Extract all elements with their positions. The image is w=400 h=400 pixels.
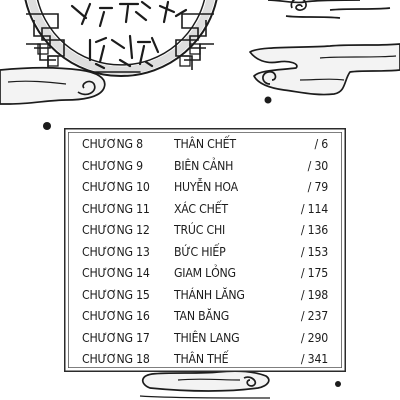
chapter-title: TAN BĂNG (174, 309, 230, 323)
toc-row: CHƯƠNG 8 THÂN CHẾT / 6 (64, 134, 346, 154)
chapter-title: GIAM LỎNG (174, 266, 236, 280)
page-number: / 290 (300, 330, 328, 345)
chapter-title: XÁC CHẾT (174, 201, 228, 216)
page-number: / 136 (300, 223, 328, 237)
page-number: / 153 (300, 244, 328, 259)
chapter-title: THÂN CHẾT (174, 137, 236, 151)
toc-row: CHƯƠNG 15 THÁNH LĂNG / 198 (64, 285, 346, 305)
page-number: / 175 (300, 266, 328, 280)
page-number: / 6 (314, 137, 328, 151)
page-number: / 114 (300, 201, 328, 216)
chapter-title: THIÊN LANG (174, 330, 240, 345)
table-of-contents: CHƯƠNG 8 THÂN CHẾT / 6 CHƯƠNG 9 BIÊN CẢNH / 3… (64, 128, 346, 372)
page-number: / 79 (307, 180, 329, 194)
chapter-label: CHƯƠNG 8 (82, 137, 143, 151)
chapter-title: THÂN THẾ (174, 352, 229, 366)
toc-row: CHƯƠNG 9 BIÊN CẢNH / 30 (64, 156, 346, 176)
toc-row: CHƯƠNG 11 XÁC CHẾT / 114 (64, 199, 346, 219)
toc-row: CHƯƠNG 17 THIÊN LANG / 290 (64, 328, 346, 348)
toc-row: CHƯƠNG 18 THÂN THẾ / 341 (64, 349, 346, 369)
toc-row: CHƯƠNG 12 TRÚC CHI / 136 (64, 220, 346, 240)
chapter-label: CHƯƠNG 10 (82, 180, 150, 194)
chapter-title: HUYỄN HOA (174, 180, 238, 194)
chapter-label: CHƯƠNG 13 (82, 244, 150, 259)
page-number: / 341 (300, 352, 328, 366)
chapter-label: CHƯƠNG 16 (82, 309, 150, 323)
lattice-window-ornament (24, 0, 218, 78)
chapter-title: TRÚC CHI (174, 223, 226, 237)
chapter-title: THÁNH LĂNG (174, 287, 245, 302)
toc-row: CHƯƠNG 13 BỨC HIẾP / 153 (64, 242, 346, 262)
chapter-title: BỨC HIẾP (174, 244, 226, 259)
toc-row: CHƯƠNG 16 TAN BĂNG / 237 (64, 306, 346, 326)
chapter-label: CHƯƠNG 14 (82, 266, 150, 280)
dot-ornament (43, 96, 341, 387)
toc-row: CHƯƠNG 10 HUYỄN HOA / 79 (64, 177, 346, 197)
chapter-label: CHƯƠNG 11 (82, 201, 150, 216)
chapter-label: CHƯƠNG 9 (82, 158, 143, 173)
chapter-title: BIÊN CẢNH (174, 158, 234, 173)
page-number: / 198 (300, 287, 328, 302)
toc-row: CHƯƠNG 14 GIAM LỎNG / 175 (64, 263, 346, 283)
chapter-label: CHƯƠNG 18 (82, 352, 150, 366)
chapter-label: CHƯƠNG 12 (82, 223, 150, 237)
chapter-label: CHƯƠNG 17 (82, 330, 150, 345)
chapter-label: CHƯƠNG 15 (82, 287, 150, 302)
page-number: / 30 (307, 158, 329, 173)
page-number: / 237 (300, 309, 328, 323)
